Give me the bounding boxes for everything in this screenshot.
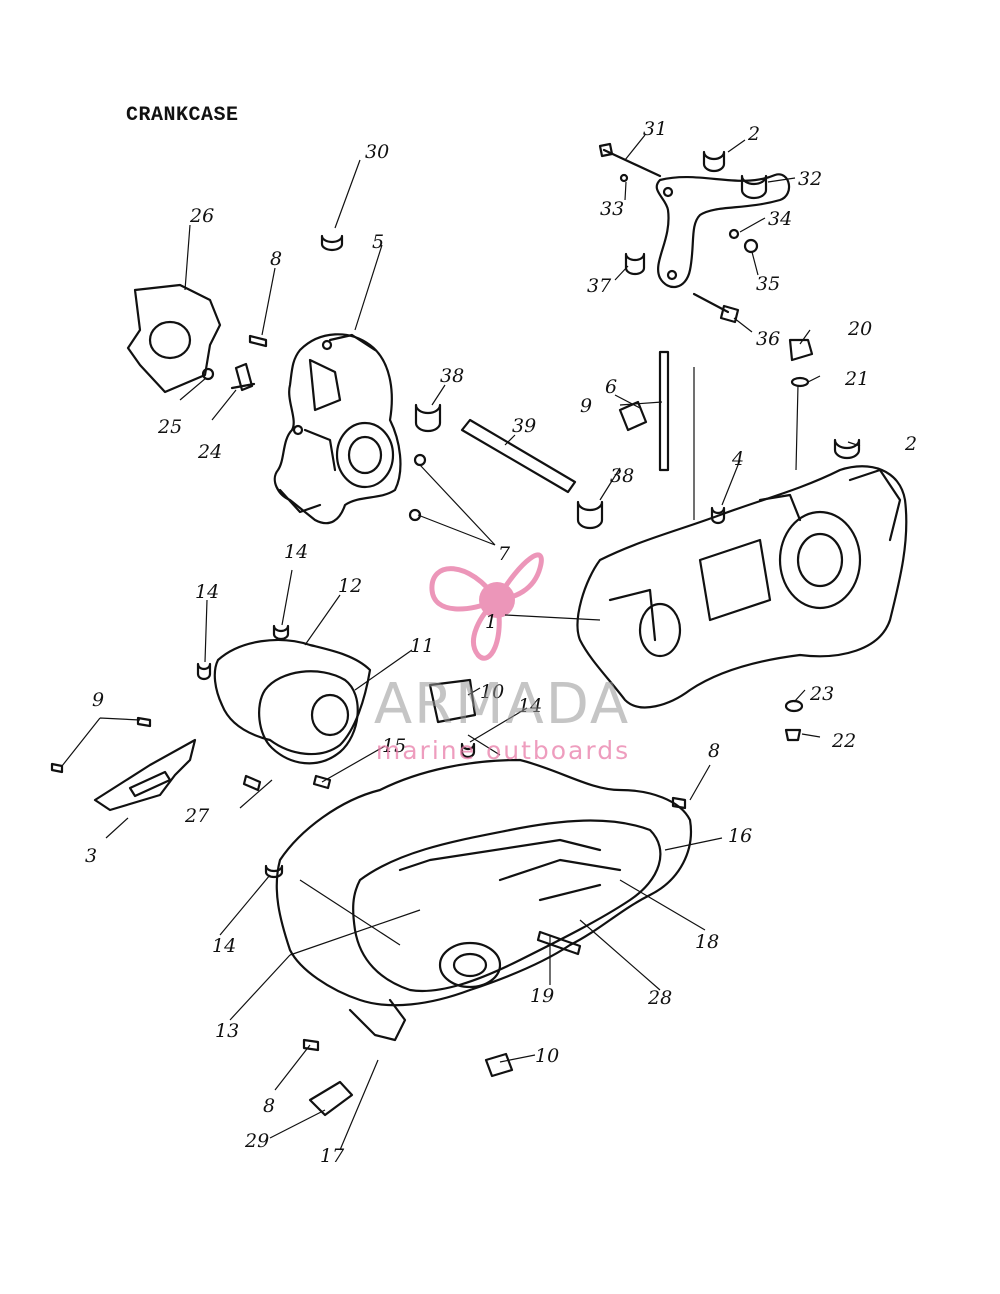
- callout-19: 19: [530, 985, 554, 1007]
- callout-14-d: 14: [212, 935, 236, 957]
- callout-31: 31: [643, 118, 667, 140]
- callout-22: 22: [831, 730, 856, 752]
- callout-38-lower: 38: [610, 465, 634, 487]
- callout-26: 26: [189, 205, 214, 227]
- engine-hanger-bracket: [598, 142, 791, 324]
- callout-8-right: 8: [708, 740, 720, 762]
- callout-9-lower: 9: [92, 689, 104, 711]
- watermark-tagline: marine outboards: [375, 736, 631, 765]
- callout-5: 5: [372, 231, 384, 253]
- callout-9-upper: 9: [580, 395, 592, 417]
- callout-1: 1: [485, 611, 497, 633]
- callout-24: 24: [197, 441, 222, 463]
- callout-2-top: 2: [747, 123, 760, 145]
- callout-12: 12: [338, 575, 362, 597]
- callout-6: 6: [605, 376, 617, 398]
- callout-33: 33: [600, 198, 624, 220]
- callout-2-right: 2: [904, 433, 917, 455]
- callout-18: 18: [695, 931, 719, 953]
- callout-14-c: 14: [518, 695, 542, 717]
- callout-16: 16: [728, 825, 752, 847]
- callout-35: 35: [756, 273, 780, 295]
- callout-15: 15: [382, 735, 406, 757]
- callout-32: 32: [798, 168, 822, 190]
- callout-28: 28: [647, 987, 672, 1009]
- callout-21: 21: [844, 368, 869, 390]
- small-bracket: [50, 716, 197, 812]
- callout-14-a: 14: [284, 541, 308, 563]
- crankcase-cover: [242, 758, 693, 1117]
- callout-23: 23: [809, 683, 834, 705]
- callout-25: 25: [157, 416, 182, 438]
- callout-37: 37: [587, 275, 612, 297]
- callout-39: 39: [512, 415, 536, 437]
- callout-8-bottom: 8: [263, 1095, 275, 1117]
- callout-36: 36: [756, 328, 780, 350]
- callout-8-top: 8: [270, 248, 282, 270]
- callout-29: 29: [244, 1130, 269, 1152]
- callout-34: 34: [768, 208, 792, 230]
- left-crankcase-half: [126, 234, 670, 530]
- callout-30: 30: [365, 141, 389, 163]
- right-crankcase-half: [576, 338, 908, 742]
- callout-labels: 31 2 32 33 34 35 37 36 30 26 8 5 20 21 2…: [85, 118, 917, 1167]
- callout-13: 13: [215, 1020, 239, 1042]
- callout-4: 4: [731, 448, 744, 470]
- watermark-brand: ARMADA: [373, 672, 631, 737]
- gasket-and-cover-assembly: [196, 624, 477, 765]
- callout-10-lower: 10: [535, 1045, 559, 1067]
- leader-lines: [61, 134, 861, 1151]
- callout-20: 20: [847, 318, 872, 340]
- diagram-title: CRANKCASE: [126, 104, 239, 127]
- callout-38-upper: 38: [440, 365, 464, 387]
- propeller-logo: [429, 552, 544, 661]
- callout-17: 17: [320, 1145, 345, 1167]
- callout-11: 11: [410, 635, 434, 657]
- callout-27: 27: [184, 805, 210, 827]
- callout-10-upper: 10: [480, 681, 504, 703]
- callout-3: 3: [85, 845, 97, 867]
- callout-7: 7: [498, 543, 511, 565]
- callout-14-b: 14: [195, 581, 219, 603]
